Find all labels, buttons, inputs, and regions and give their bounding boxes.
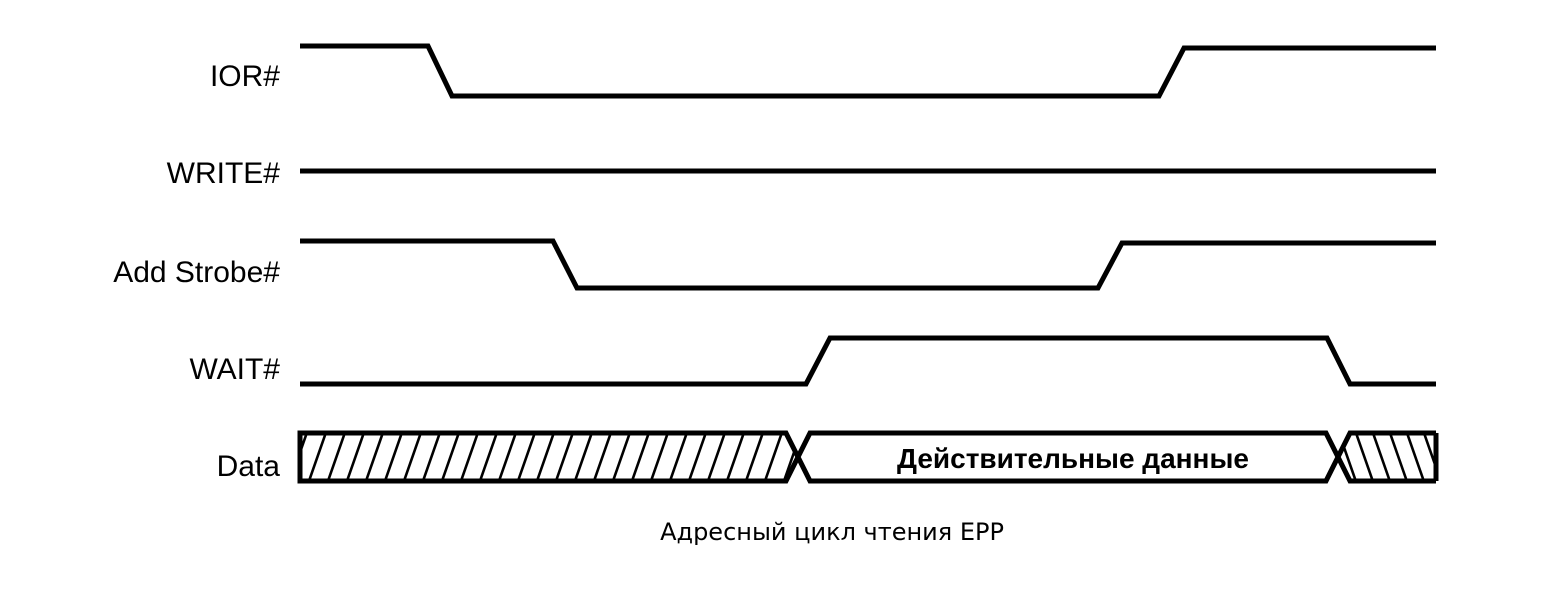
hatch-line [402,433,423,481]
hatch-line [668,433,689,481]
hatch-line [535,433,556,481]
signal-label-ior: IOR# [210,60,280,93]
hatch-line [364,433,385,481]
signal-label-wait: WAIT# [189,353,280,386]
hatch-line [554,433,575,481]
data-bus-valid-segment [795,430,1341,484]
hatch-line [300,433,309,481]
hatch-line [1422,433,1436,481]
signal-label-data: Data [217,450,281,483]
hatch-line [1458,433,1475,481]
waveform-add-strobe [300,238,1436,291]
hatch-line [1475,433,1492,481]
signal-label-add-strobe: Add Strobe# [113,256,280,289]
hatch-line [383,433,404,481]
hatch-line [573,433,594,481]
hatch-line [1388,433,1409,481]
hatch-line [1354,433,1375,481]
data-bus-invalid-segment-1 [297,430,801,484]
hatch-line [345,433,366,481]
hatch-line [307,433,328,481]
hatch-line [706,433,727,481]
hatch-line [1405,433,1426,481]
hatch-line [592,433,613,481]
hatch-line [459,433,480,481]
hatch-line [763,433,784,481]
hatch-line [497,433,518,481]
hatch-line [611,433,632,481]
waveform-ior [300,43,1436,99]
hatch-line [1441,433,1458,481]
waveform-wait [300,335,1436,387]
signal-label-write: WRITE# [167,157,281,190]
hatch-line [421,433,442,481]
hatch-line [478,433,499,481]
hatch-line [725,433,746,481]
hatch-line [649,433,670,481]
hatch-line [687,433,708,481]
hatch-line [744,433,765,481]
hatch-line [516,433,537,481]
data-bus-invalid-segment-2 [1335,430,1492,484]
hatch-line [440,433,461,481]
hatch-line [1371,433,1392,481]
diagram-caption: Адресный цикл чтения EPP [660,518,1004,546]
hatch-line [326,433,347,481]
data-valid-label: Действительные данные [897,443,1249,474]
hatch-line [630,433,651,481]
